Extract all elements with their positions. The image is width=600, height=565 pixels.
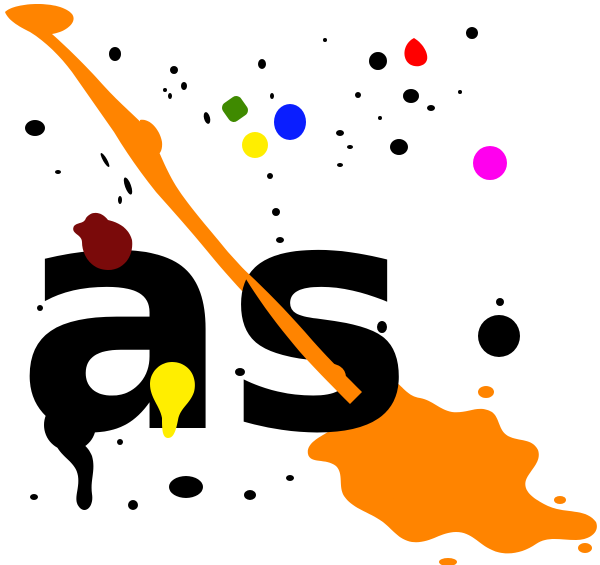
green-paint-drop (222, 96, 248, 122)
blue-paint-drop (274, 104, 306, 140)
orange-overlay-streak (236, 262, 362, 404)
dark-red-paint-drop (73, 212, 133, 270)
ink-splatter-dots (25, 27, 504, 510)
yellow-small-paint-drop (242, 132, 268, 158)
yellow-paint-drop (150, 362, 195, 438)
magenta-paint-drop (473, 146, 507, 180)
orange-paint-puddle (307, 375, 597, 565)
ink-blobs (44, 315, 520, 511)
red-paint-drop (404, 38, 428, 67)
color-paint-drops (73, 38, 507, 438)
